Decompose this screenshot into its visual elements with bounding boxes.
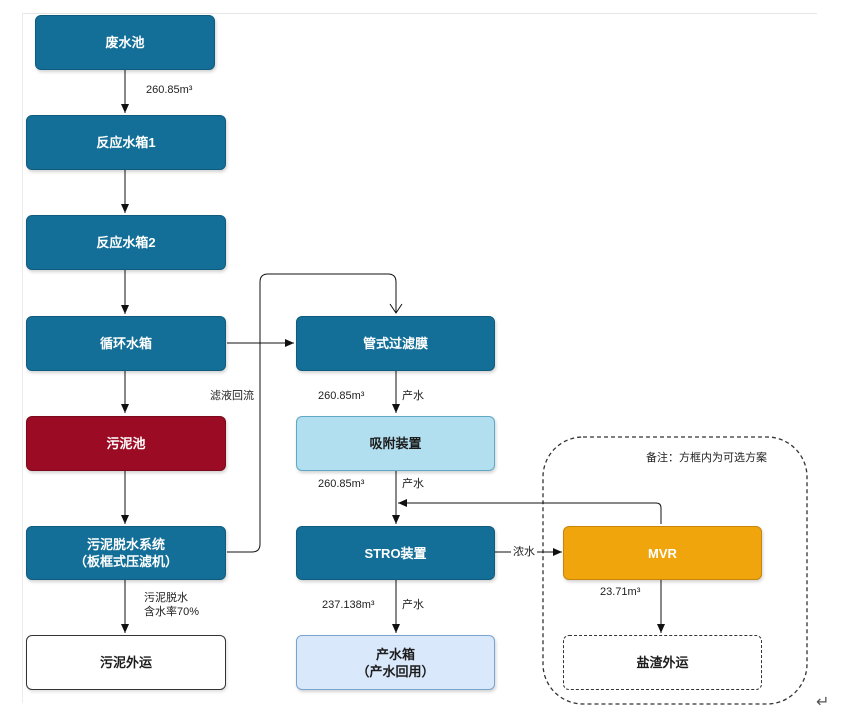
node-label: 废水池	[105, 35, 145, 50]
node-label: STRO装置	[364, 545, 427, 561]
node-product-tank: 产水箱 （产水回用）	[296, 635, 495, 690]
label-product-water-3: 产水	[402, 599, 424, 611]
frame-top-line	[22, 13, 817, 14]
label-sludge-dewater-line1: 污泥脱水	[144, 592, 188, 604]
node-reaction-tank-2: 反应水箱2	[26, 215, 226, 270]
node-sludge-dewatering: 污泥脱水系统 （板框式压滤机）	[26, 526, 226, 580]
node-label: 盐渣外运	[636, 655, 689, 670]
node-label-line2: （板框式压滤机）	[73, 554, 178, 569]
arrow-filtrate-return	[227, 273, 403, 553]
node-label: 管式过滤膜	[362, 336, 428, 351]
node-label: 污泥外运	[99, 655, 152, 670]
frame-left-line	[22, 13, 23, 703]
node-wastewater-pool: 废水池	[35, 15, 215, 70]
node-label: 吸附装置	[369, 436, 422, 451]
node-label-line2: （产水回用）	[356, 663, 435, 679]
node-reaction-tank-1: 反应水箱1	[26, 115, 226, 170]
label-product-water-2: 产水	[402, 478, 424, 490]
node-stro-device: STRO装置	[296, 526, 495, 580]
node-label: 反应水箱2	[96, 235, 156, 250]
label-flow-adsorption-to-stro: 260.85m³	[318, 478, 365, 490]
arrow-mvr-return	[398, 499, 662, 524]
node-label-line1: 污泥脱水系统	[86, 537, 165, 552]
optional-scheme-region	[542, 436, 808, 705]
label-flow-membrane-to-adsorption: 260.85m³	[318, 390, 365, 402]
label-flow-mvr-to-salt: 23.71m³	[600, 586, 641, 598]
label-product-water-1: 产水	[402, 390, 424, 402]
node-adsorption-device: 吸附装置	[296, 416, 495, 471]
node-sludge-transport: 污泥外运	[26, 635, 226, 690]
label-concentrate: 浓水	[511, 545, 537, 559]
node-sludge-pool: 污泥池	[26, 416, 226, 471]
label-filtrate-return: 滤液回流	[210, 390, 254, 402]
node-label: 污泥池	[106, 436, 146, 451]
paragraph-mark-icon: ↵	[816, 694, 830, 711]
node-label-line1: 产水箱	[375, 646, 415, 662]
label-flow-stro-to-tank: 237.138m³	[322, 599, 375, 611]
node-label: MVR	[648, 545, 677, 561]
node-circulation-tank: 循环水箱	[26, 316, 226, 371]
node-label: 反应水箱1	[96, 135, 156, 150]
label-flow-pool-to-tank1: 260.85m³	[146, 84, 193, 96]
node-tubular-membrane: 管式过滤膜	[296, 316, 495, 371]
node-salt-transport: 盐渣外运	[563, 635, 762, 690]
label-optional-note: 备注：方框内为可选方案	[646, 452, 767, 464]
label-sludge-dewater-line2: 含水率70%	[144, 606, 200, 618]
node-label: 循环水箱	[99, 336, 152, 351]
node-mvr: MVR	[563, 526, 762, 580]
